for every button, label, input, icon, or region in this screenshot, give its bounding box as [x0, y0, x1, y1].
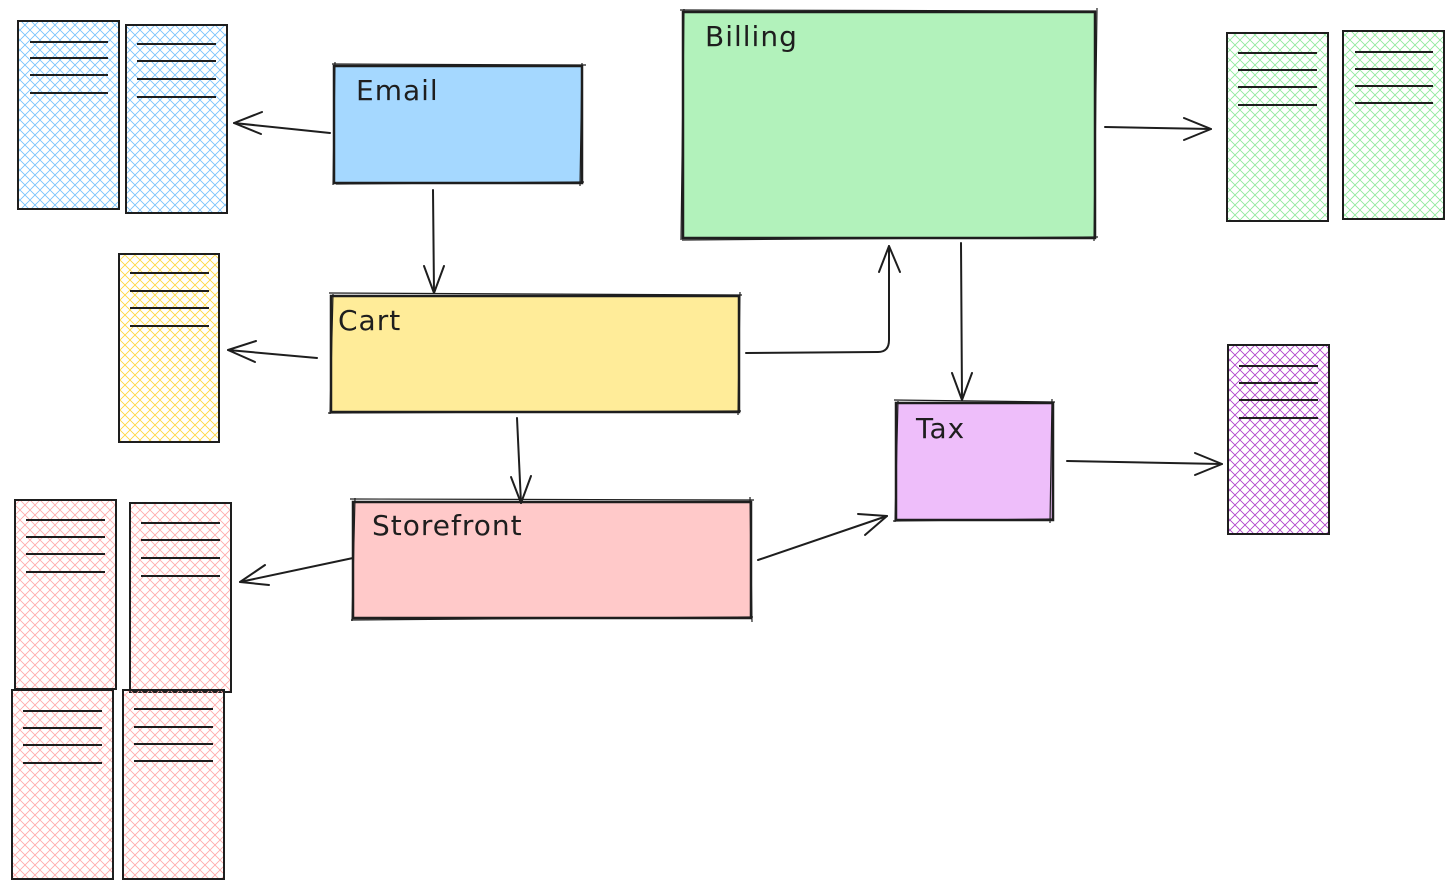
billing-label: Billing: [705, 20, 798, 53]
storefront-node[interactable]: Storefront: [349, 496, 755, 623]
email-document-1: [17, 20, 120, 210]
billing-document-2: [1342, 30, 1445, 220]
arrow-cart-to-storefront: [510, 417, 532, 504]
arrow-storefront-to-docs: [239, 557, 354, 586]
storefront-document-4: [122, 689, 225, 880]
billing-document-1: [1226, 32, 1329, 222]
storefront-label: Storefront: [372, 509, 523, 542]
cart-document-1: [118, 253, 220, 443]
tax-document-1: [1227, 344, 1330, 535]
arrow-tax-to-doc: [1066, 452, 1223, 476]
storefront-document-2: [129, 502, 232, 693]
tax-node[interactable]: Tax: [892, 398, 1056, 524]
arrow-cart-to-billing: [745, 245, 901, 354]
email-label: Email: [356, 74, 439, 107]
storefront-document-3: [11, 689, 114, 880]
tax-label: Tax: [915, 412, 965, 445]
email-node[interactable]: Email: [331, 61, 587, 187]
cart-label: Cart: [338, 304, 401, 337]
arrow-email-to-docs: [233, 111, 331, 135]
arrow-email-to-cart: [423, 189, 445, 294]
billing-node[interactable]: Billing: [679, 7, 1099, 242]
storefront-document-1: [14, 499, 117, 690]
arrow-billing-to-tax: [951, 242, 973, 401]
email-document-2: [125, 24, 228, 214]
arrow-storefront-to-tax: [757, 513, 888, 561]
cart-node[interactable]: Cart: [327, 291, 743, 416]
arrow-cart-to-doc: [227, 340, 318, 363]
arrow-billing-to-docs: [1104, 117, 1212, 141]
